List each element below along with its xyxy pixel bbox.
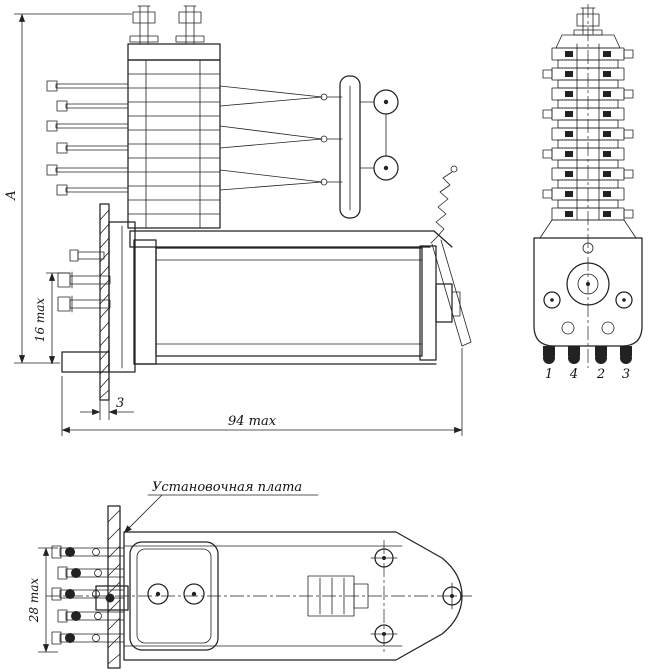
- return-spring: [430, 165, 472, 347]
- terminal-number-4: 4: [569, 367, 578, 382]
- dim-28-label: 28 max: [27, 578, 41, 624]
- plate-callout: Установочная плата: [123, 480, 319, 534]
- body-top: [46, 531, 472, 661]
- dimension-28max: 28 max: [27, 547, 58, 653]
- top-view: Установочная плата: [27, 480, 472, 669]
- dimension-16max: 16 max: [33, 272, 70, 365]
- end-view: 1 4 2 3: [533, 4, 643, 382]
- contact-arms-right: [219, 85, 343, 191]
- coil-assembly-side: [129, 230, 461, 365]
- dim-16-label: 16 max: [33, 298, 47, 343]
- dim-a-label: A: [4, 190, 19, 200]
- body-end: [533, 237, 643, 347]
- side-view: A 16 max 3 94 max: [4, 5, 472, 436]
- dim-3-label: 3: [116, 396, 124, 411]
- mounting-bracket-side: [61, 221, 136, 373]
- mounting-plate-side: [99, 203, 110, 401]
- mounting-plate-top: [107, 505, 121, 669]
- coil-terminals-side: [57, 249, 111, 313]
- dimension-94max: 94 max: [61, 348, 463, 436]
- dimension-3: 3: [80, 376, 134, 420]
- contact-stack-end: [539, 43, 637, 239]
- stack-bolts: [129, 5, 205, 45]
- leaf-springs-left: [46, 80, 129, 196]
- terminals-end: [543, 346, 632, 364]
- dim-94-label: 94 max: [228, 414, 277, 429]
- contact-stack-side: [127, 43, 221, 229]
- terminal-number-1: 1: [545, 367, 553, 382]
- terminal-number-3: 3: [622, 367, 630, 382]
- plate-label: Установочная плата: [152, 480, 302, 495]
- armature-side: [339, 75, 399, 219]
- terminal-numbers: 1 4 2 3: [545, 367, 630, 382]
- terminal-number-2: 2: [596, 367, 605, 382]
- contact-leaves-top: [51, 545, 125, 645]
